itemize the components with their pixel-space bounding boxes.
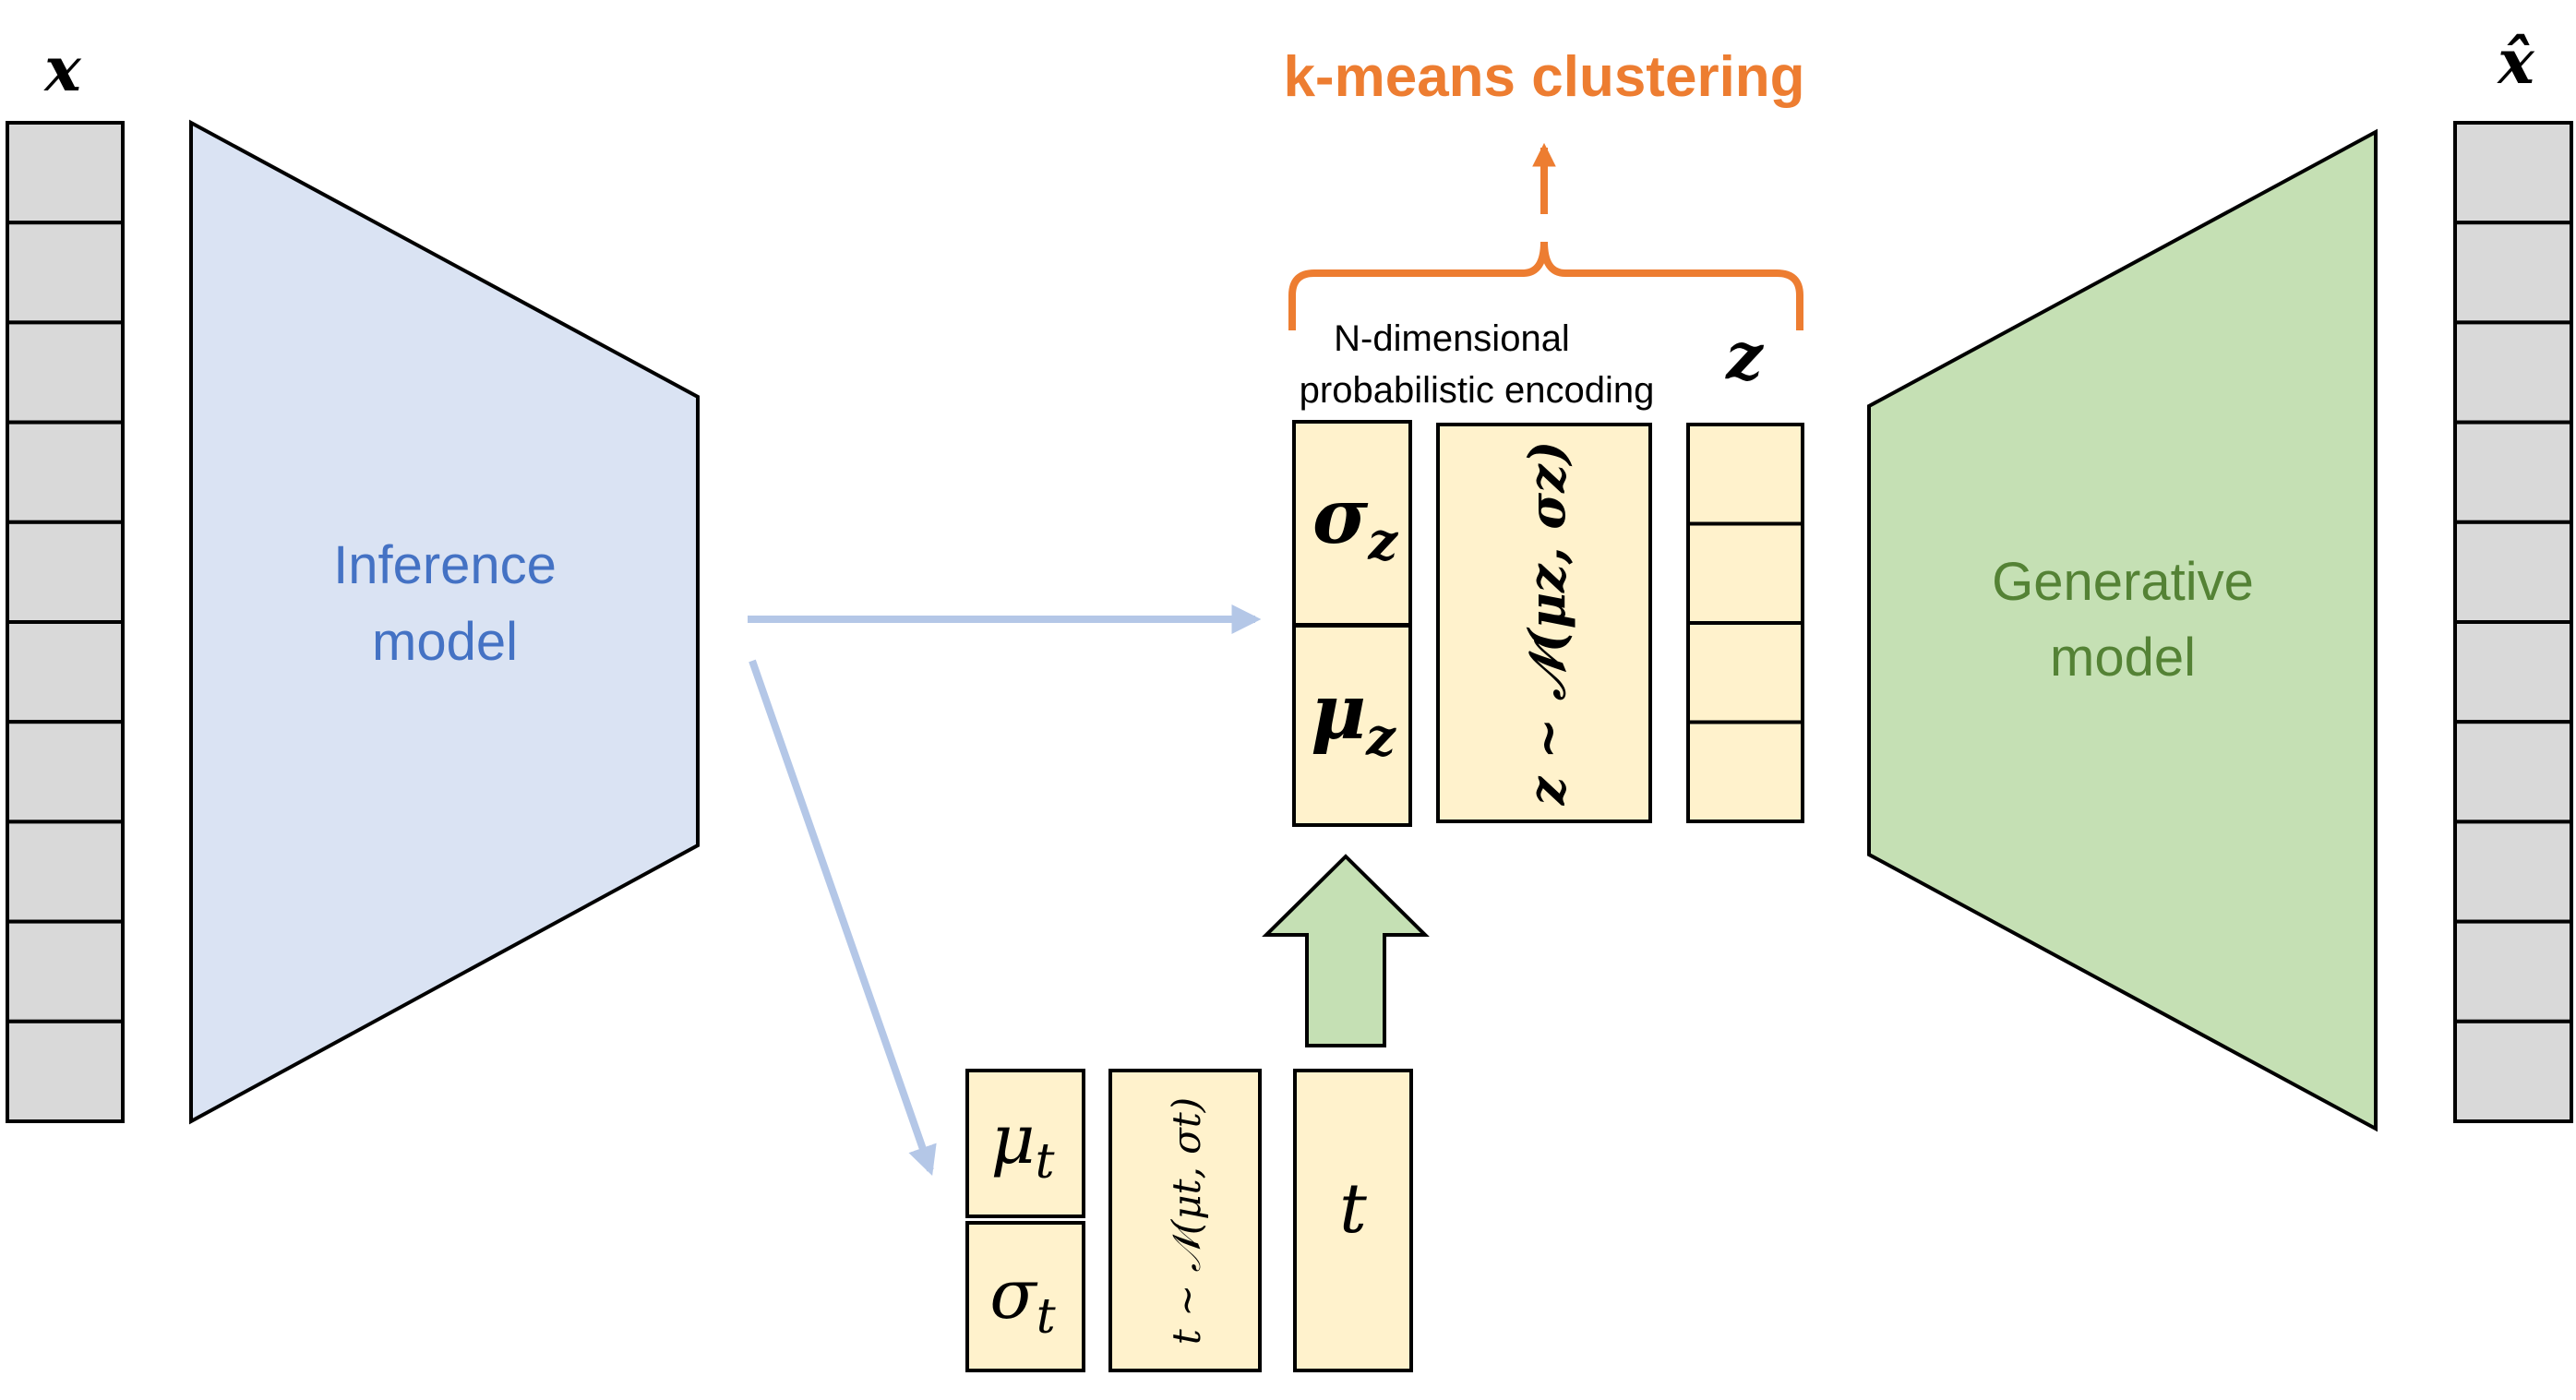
input-vector-cell: [6, 1019, 125, 1124]
output-vector-cell: [2453, 221, 2573, 325]
mu-t-box: [965, 1069, 1085, 1218]
latent-z-cell: [1686, 621, 1804, 724]
generative-model-shape: [1867, 128, 2378, 1132]
output-vector-cell: [2453, 520, 2573, 624]
inference-model-shape: [189, 119, 700, 1125]
input-vector-cell: [6, 420, 125, 524]
t-to-z-arrow: [1262, 854, 1430, 1047]
mu-z-label: μz: [1311, 668, 1396, 768]
sigma-z-label: σz: [1312, 473, 1398, 572]
output-vector-cell: [2453, 121, 2573, 225]
input-vector-cell: [6, 820, 125, 924]
inference-model-label-line2: model: [372, 612, 518, 672]
input-vector-cell: [6, 320, 125, 425]
arrow-to-t-encoding: [749, 659, 937, 1177]
sigma-z-box: [1292, 420, 1412, 627]
t-vector-symbol: t: [1339, 1169, 1367, 1249]
output-vector-cell: [2453, 919, 2573, 1023]
output-vector: [2453, 121, 2573, 1124]
output-vector-cell: [2453, 1019, 2573, 1124]
latent-z-cell: [1686, 720, 1804, 823]
latent-z-cell: [1686, 423, 1804, 526]
input-vector-cell: [6, 919, 125, 1023]
latent-z-vector: [1686, 423, 1804, 823]
sigma-t-box: [965, 1221, 1085, 1372]
mu-t-label: μt: [991, 1100, 1055, 1190]
output-vector-cell: [2453, 620, 2573, 724]
input-vector-cell: [6, 720, 125, 824]
z-sampling-box: [1436, 423, 1652, 823]
input-vector-cell: [6, 221, 125, 325]
t-sampling-box: [1108, 1069, 1262, 1372]
input-vector: [6, 121, 125, 1124]
encoding-label-line2: probabilistic encoding: [1300, 370, 1655, 411]
output-vector-cell: [2453, 720, 2573, 824]
encoding-label-line1: N-dimensional: [1334, 318, 1570, 359]
output-vector-cell: [2453, 420, 2573, 524]
input-vector-cell: [6, 121, 125, 225]
input-vector-cell: [6, 520, 125, 624]
encoding-brace: [1288, 241, 1803, 330]
generative-model-label-line2: model: [2050, 628, 2196, 688]
latent-z-cell: [1686, 521, 1804, 625]
output-vector-cell: [2453, 820, 2573, 924]
t-vector-box: [1293, 1069, 1413, 1372]
output-symbol: x̂: [2496, 26, 2534, 98]
t-sampling-formula: t ~ 𝒩(μt, σt): [1164, 1097, 1209, 1345]
sigma-t-label: σt: [989, 1255, 1056, 1345]
inference-model-label-line1: Inference: [333, 535, 557, 595]
input-symbol: x: [42, 33, 81, 105]
z-sampling-formula: z ~ 𝒩(μz, σz): [1517, 441, 1576, 807]
latent-z-symbol: z: [1724, 317, 1764, 394]
mu-z-box: [1292, 624, 1412, 827]
output-vector-cell: [2453, 320, 2573, 425]
generative-model-label-line1: Generative: [1992, 552, 2254, 612]
input-vector-cell: [6, 620, 125, 724]
kmeans-clustering-label: k-means clustering: [1283, 45, 1804, 109]
